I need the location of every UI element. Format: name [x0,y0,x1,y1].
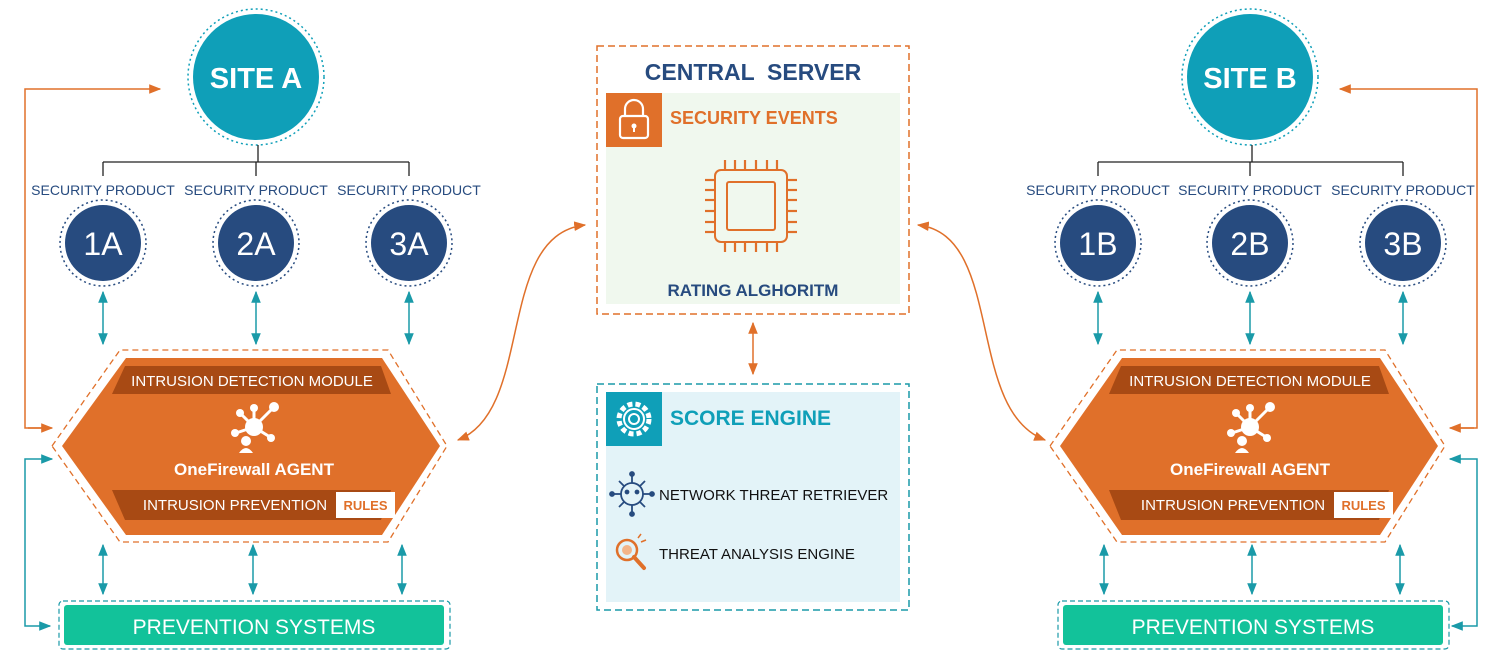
prevention-label: INTRUSION PREVENTION [1141,497,1325,514]
site-a-node [193,14,319,140]
rules-label: RULES [1341,498,1385,513]
score-engine-title: SCORE ENGINE [670,407,831,430]
product-caption: SECURITY PRODUCT [337,182,481,198]
agent-name: OneFirewall AGENT [1170,460,1331,479]
product-caption: SECURITY PRODUCT [31,182,175,198]
product-label: 2B [1230,226,1269,262]
central-server-title: CENTRAL SERVER [645,59,862,85]
detection-module-banner [1109,366,1389,394]
product-label: 3A [389,226,429,262]
rating-algorithm-label: RATING ALGHORITM [668,281,839,300]
product-node-3a [371,205,447,281]
product-caption: SECURITY PRODUCT [1331,182,1475,198]
magnifier-icon [615,533,647,570]
prevention-systems-label: PREVENTION SYSTEMS [1132,616,1375,639]
product-node-2a [218,205,294,281]
product-caption: SECURITY PRODUCT [1178,182,1322,198]
detection-module-banner [112,366,391,394]
product-caption: SECURITY PRODUCT [184,182,328,198]
product-node-3b [1365,205,1441,281]
site-b-group: SITE B SECURITY PRODUCT SECURITY PRODUCT… [1026,8,1478,650]
site-b-title: SITE B [1203,63,1296,95]
product-node-1b [1060,205,1136,281]
product-label: 3B [1383,226,1422,262]
virus-network-icon [609,471,655,517]
gear-icon [616,401,652,437]
product-label: 1A [83,226,123,262]
rules-label: RULES [343,498,387,513]
prevention-banner [112,490,391,520]
site-a-to-server-link [456,221,587,441]
score-engine-item: NETWORK THREAT RETRIEVER [659,487,888,504]
central-group: CENTRAL SERVER SECURITY EVENTS RATING AL… [456,45,1047,611]
cpu-chip-icon [705,160,797,252]
prevention-banner [1109,490,1389,520]
gear-icon-tile [606,392,662,446]
rules-tag [1334,492,1393,518]
product-caption: SECURITY PRODUCT [1026,182,1170,198]
prevention-systems-label: PREVENTION SYSTEMS [133,616,376,639]
site-a-prevention-systems [64,605,444,645]
product-label: 2A [236,226,276,262]
detection-module-label: INTRUSION DETECTION MODULE [131,373,373,390]
site-a-group: SITE A SECURITY PRODUCT SECURITY PRODUCT… [24,8,481,650]
site-b-to-server-link [916,221,1047,441]
detection-module-label: INTRUSION DETECTION MODULE [1129,373,1371,390]
site-b-prevention-loop [1448,454,1478,631]
site-b-node [1187,14,1313,140]
security-events-label: SECURITY EVENTS [670,108,838,128]
agent-name: OneFirewall AGENT [174,460,335,479]
site-b-prevention-systems [1063,605,1443,645]
site-a-title: SITE A [210,63,302,95]
lock-icon [618,98,650,140]
product-node-2b [1212,205,1288,281]
score-engine-item: THREAT ANALYSIS ENGINE [659,546,855,563]
rules-tag [336,492,395,518]
prevention-label: INTRUSION PREVENTION [143,497,327,514]
product-node-1a [65,205,141,281]
site-a-prevention-loop [24,454,54,631]
product-label: 1B [1078,226,1117,262]
